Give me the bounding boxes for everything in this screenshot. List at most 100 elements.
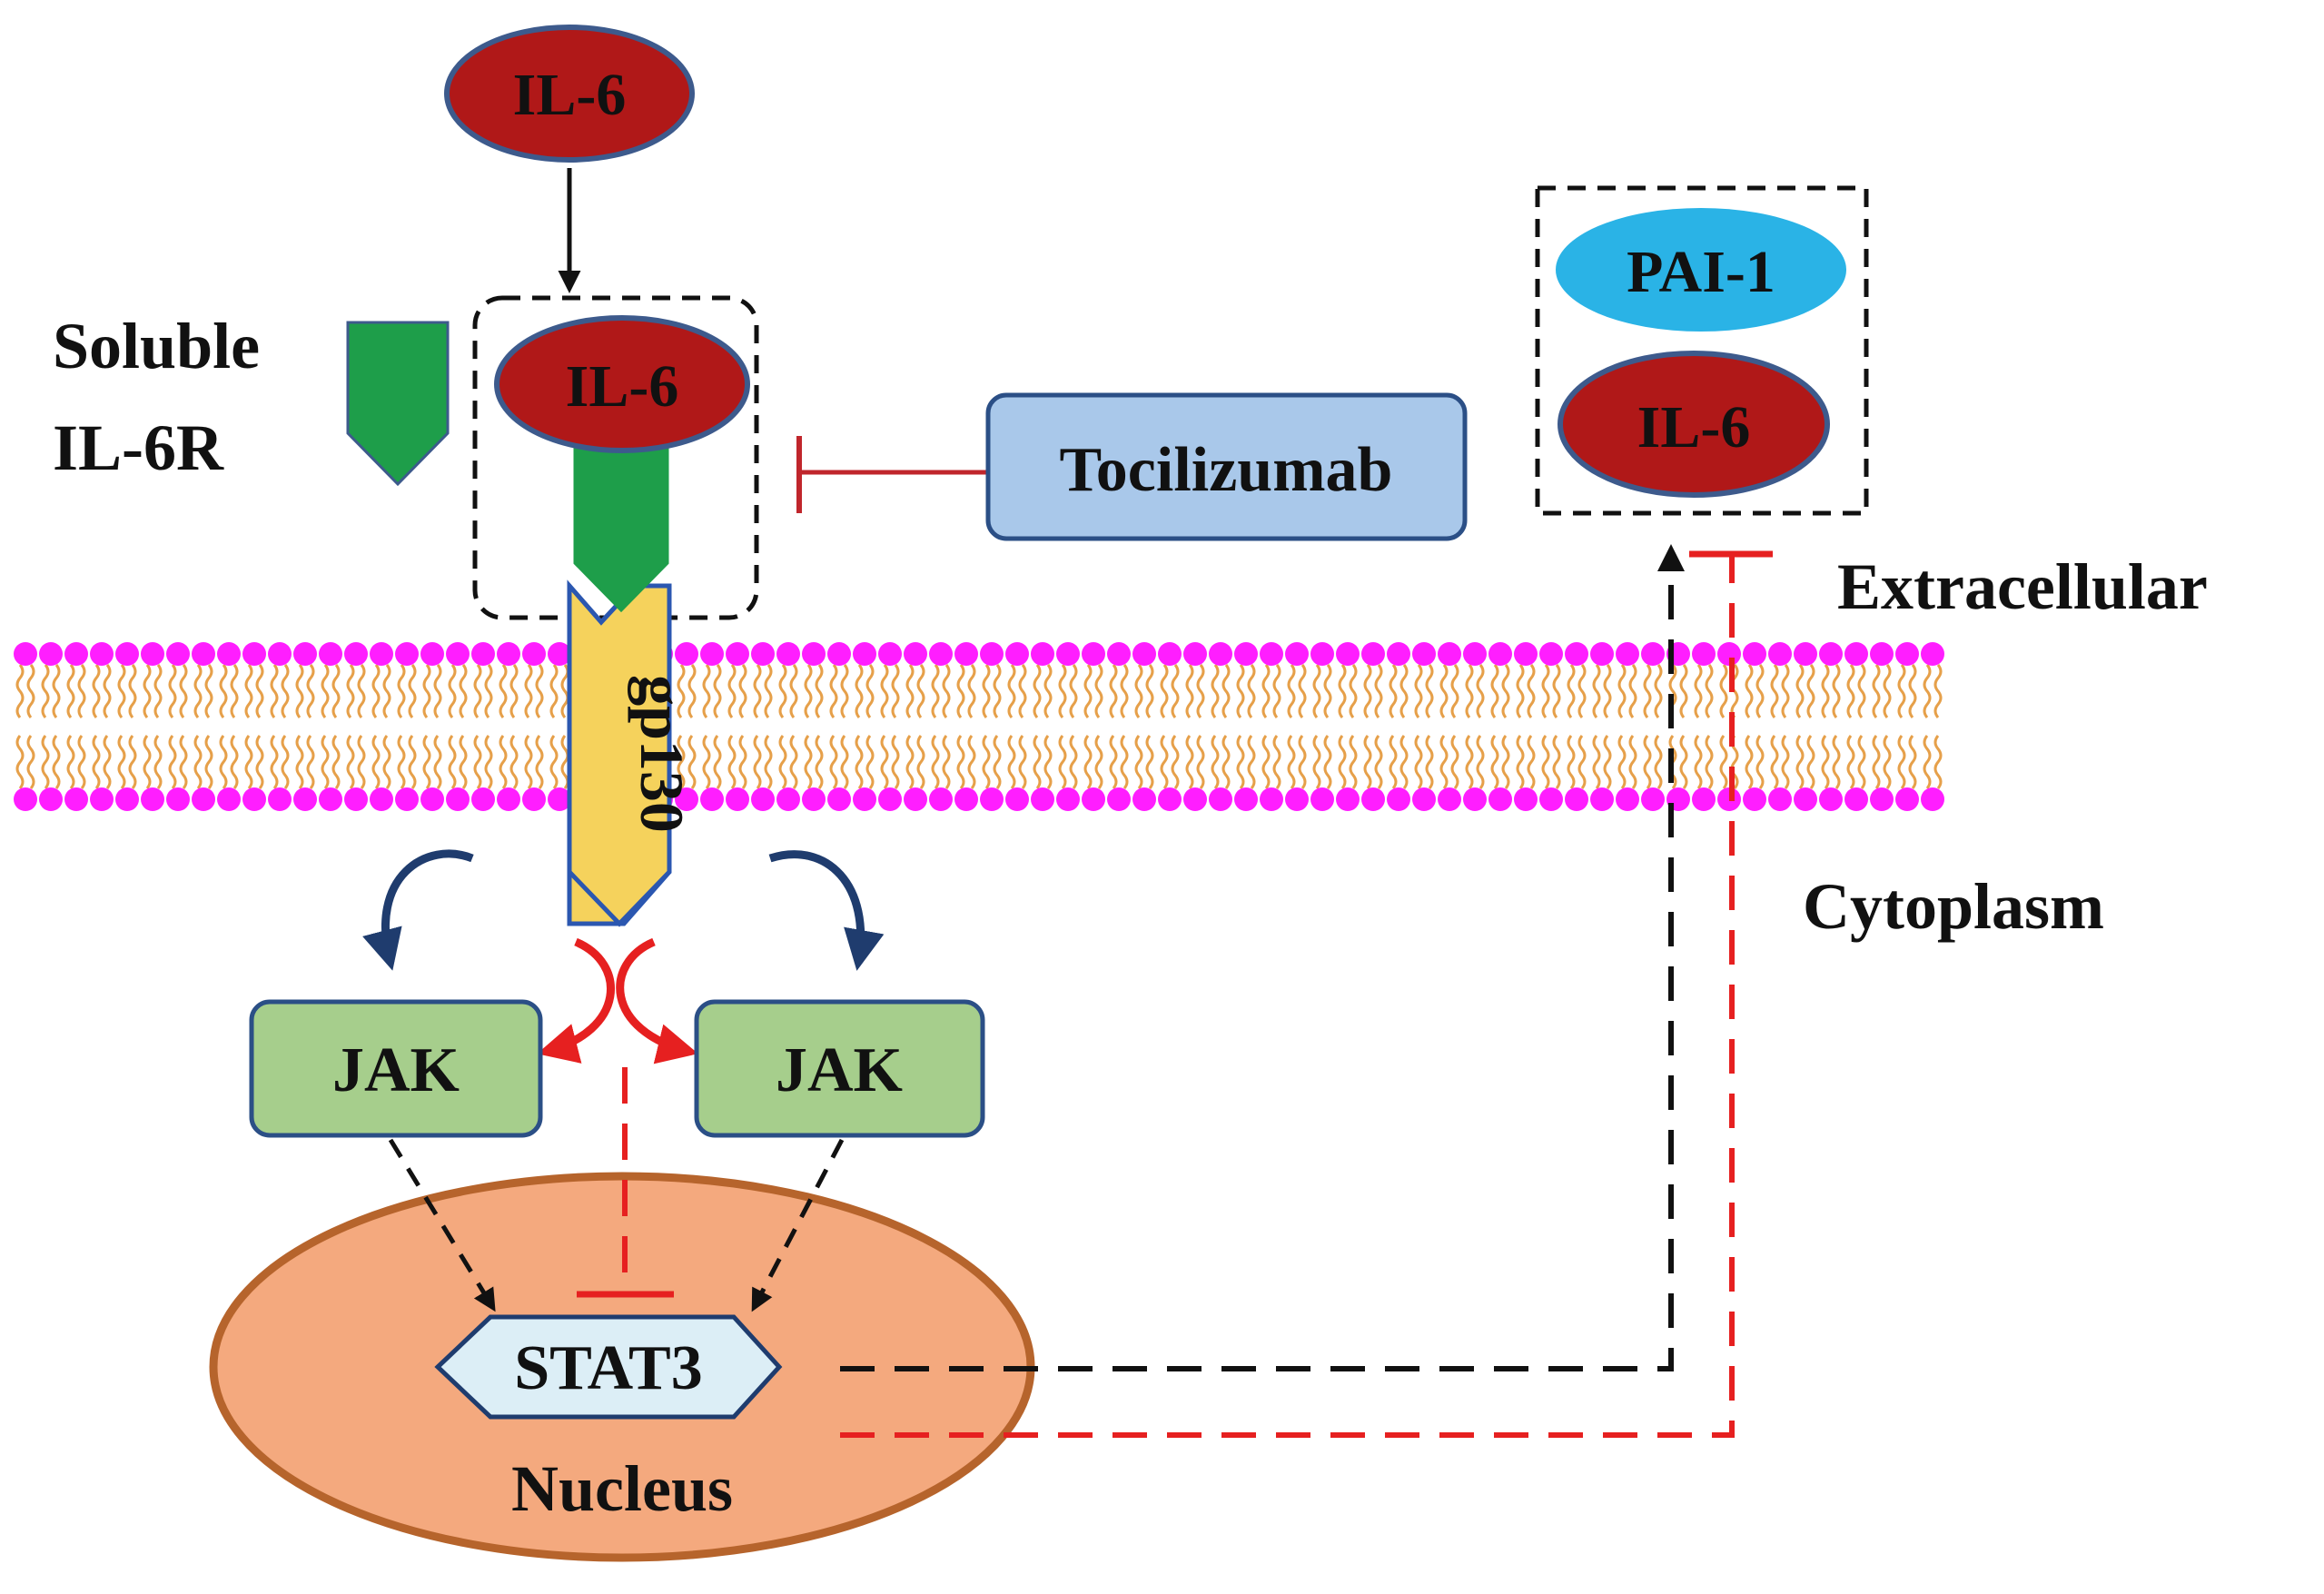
lipid-tail (1465, 664, 1474, 718)
cell-membrane (14, 642, 1944, 811)
lipid-tail (1857, 664, 1866, 718)
lipid-head (1921, 787, 1944, 811)
lipid-tail (1298, 664, 1307, 718)
lipid-tail (535, 735, 544, 789)
lipid-head (1209, 787, 1232, 811)
lipid-tail (1567, 664, 1576, 718)
lipid-tail (982, 664, 991, 718)
lipid-head (726, 642, 749, 666)
lipid-head (1158, 787, 1182, 811)
lipid-tail (1694, 735, 1703, 789)
lipid-tail (1705, 664, 1714, 718)
lipid-tail (753, 664, 762, 718)
lipid-tail (1617, 664, 1627, 718)
lipid-tail (509, 735, 519, 789)
lipid-tail (1312, 664, 1321, 718)
lipid-head (1031, 787, 1054, 811)
lipid-head (1565, 787, 1588, 811)
lipid-tail (1058, 735, 1067, 789)
lipid-tail (66, 735, 75, 789)
gp130-label: gp130 (628, 675, 697, 833)
lipid-tail (331, 735, 341, 789)
il6-secreted: IL-6 (1558, 351, 1830, 498)
lipid-tail (789, 664, 798, 718)
lipid-head (675, 787, 698, 811)
lipid-tail (1770, 664, 1779, 718)
lipid-tail (1552, 664, 1561, 718)
lipid-tail (840, 664, 849, 718)
lipid-head (1794, 642, 1817, 666)
lipid-tail (1247, 735, 1256, 789)
lipid-tail (1425, 664, 1434, 718)
lipid-tail (230, 735, 239, 789)
lipid-tail (1349, 664, 1358, 718)
gp130-receptor: gp130 (567, 579, 697, 927)
lipid-tail (1323, 735, 1332, 789)
lipid-head (1310, 642, 1334, 666)
lipid-tail (855, 664, 864, 718)
lipid-tail (1145, 664, 1154, 718)
lipid-head (776, 642, 800, 666)
lipid-tail (103, 735, 112, 789)
lipid-head (853, 787, 876, 811)
lipid-tail (713, 735, 722, 789)
lipid-tail (524, 735, 533, 789)
lipid-tail (281, 735, 290, 789)
lipid-tail (219, 664, 228, 718)
lipid-head (1692, 787, 1716, 811)
lipid-tail (753, 735, 762, 789)
lipid-tail (270, 735, 279, 789)
lipid-tail (244, 664, 253, 718)
lipid-head (370, 642, 393, 666)
cytoplasm-label: Cytoplasm (1803, 870, 2104, 943)
lipid-tail (1033, 664, 1042, 718)
lipid-head (1463, 642, 1487, 666)
lipid-tail (1883, 664, 1892, 718)
lipid-tail (687, 735, 697, 789)
lipid-head (14, 787, 37, 811)
lipid-tail (560, 735, 569, 789)
lipid-head (1005, 787, 1029, 811)
lipid-head (39, 787, 63, 811)
lipid-head (64, 642, 88, 666)
lipid-head (1107, 642, 1131, 666)
lipid-head (700, 787, 724, 811)
lipid-tail (1120, 735, 1129, 789)
lipid-tail (993, 735, 1002, 789)
lipid-head (1107, 787, 1131, 811)
lipid-tail (916, 664, 925, 718)
lipid-head (1005, 642, 1029, 666)
red-curve-left (537, 937, 615, 1064)
lipid-tail (865, 735, 875, 789)
jak-right: JAK (694, 999, 985, 1138)
lipid-head (1768, 787, 1792, 811)
lipid-head (954, 787, 978, 811)
lipid-head (878, 642, 902, 666)
lipid-tail (1908, 735, 1917, 789)
lipid-tail (1592, 664, 1601, 718)
lipid-head (1132, 787, 1156, 811)
lipid-head (700, 642, 724, 666)
lipid-head (1387, 642, 1410, 666)
lipid-tail (1196, 735, 1205, 789)
lipid-tail (1755, 664, 1765, 718)
lipid-tail (230, 664, 239, 718)
lipid-tail (1577, 735, 1587, 789)
lipid-head (166, 787, 190, 811)
lipid-tail (484, 664, 493, 718)
lipid-head (1183, 642, 1207, 666)
lipid-tail (1236, 735, 1245, 789)
lipid-head (1438, 642, 1461, 666)
lipid-tail (1806, 735, 1815, 789)
lipid-tail (1719, 664, 1728, 718)
lipid-tail (804, 735, 813, 789)
lipid-tail (560, 664, 569, 718)
lipid-head (1412, 642, 1436, 666)
lipid-tail (1857, 735, 1866, 789)
lipid-tail (549, 664, 559, 718)
stat3-label: STAT3 (514, 1333, 702, 1403)
lipid-tail (52, 735, 61, 789)
lipid-head (1260, 787, 1283, 811)
lipid-tail (829, 664, 838, 718)
